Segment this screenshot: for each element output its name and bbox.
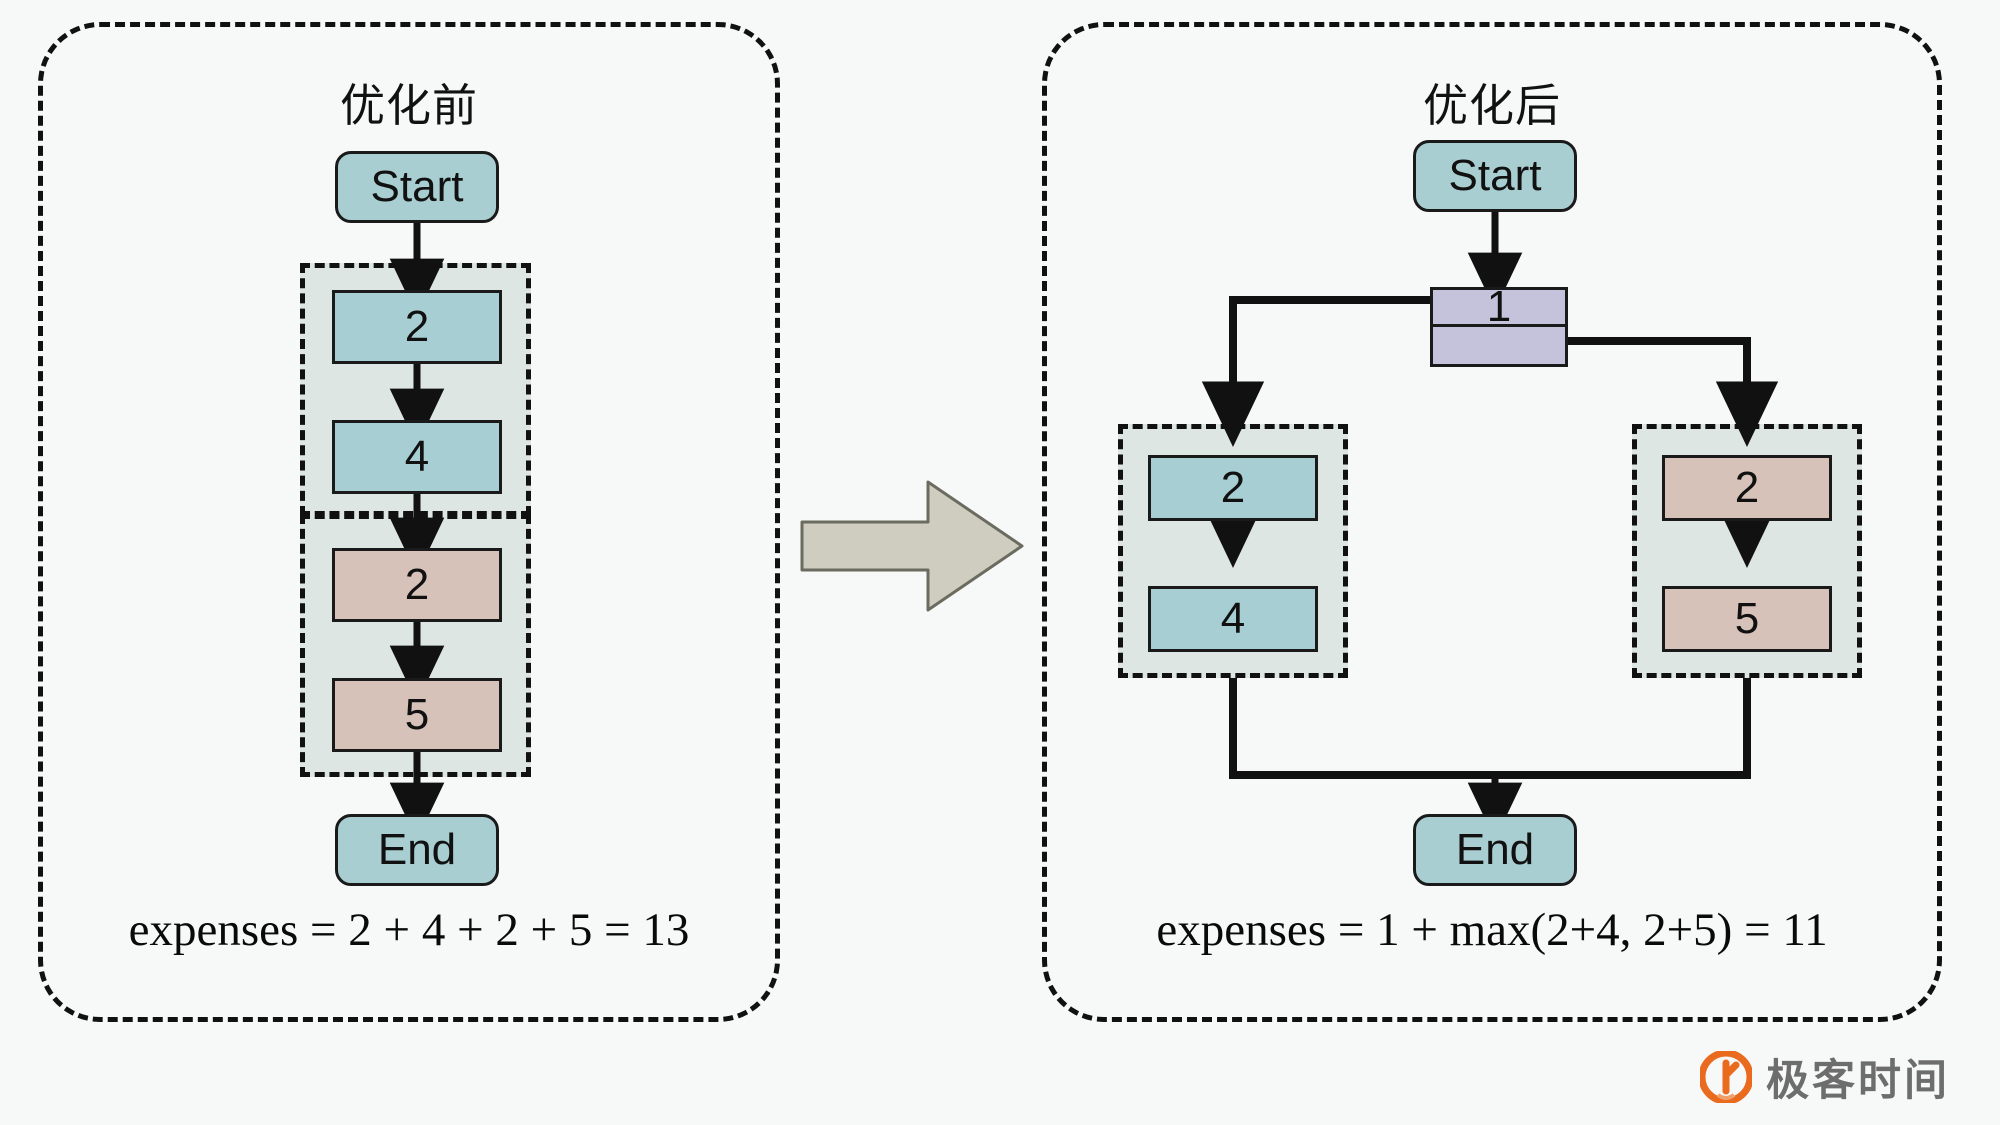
panel-before-formula: expenses = 2 + 4 + 2 + 5 = 13 bbox=[128, 904, 690, 956]
panel-before-title: 优化前 bbox=[339, 80, 478, 131]
before-task-2b-label: 2 bbox=[404, 560, 430, 609]
panel-after-formula: expenses = 1 + max(2+4, 2+5) = 11 bbox=[1156, 904, 1828, 956]
after-task-4[interactable]: 4 bbox=[1148, 586, 1318, 652]
before-task-5[interactable]: 5 bbox=[332, 678, 502, 752]
transform-arrow-icon bbox=[800, 480, 1024, 612]
before-task-2a[interactable]: 2 bbox=[332, 290, 502, 364]
panel-after-title: 优化后 bbox=[1422, 80, 1561, 131]
after-start-label: Start bbox=[1448, 151, 1542, 200]
watermark-text: 极客时间 bbox=[1766, 1057, 1950, 1105]
before-end-node[interactable]: End bbox=[335, 814, 499, 886]
after-task-2a[interactable]: 2 bbox=[1148, 455, 1318, 521]
before-start-node[interactable]: Start bbox=[335, 151, 499, 223]
after-end-node[interactable]: End bbox=[1413, 814, 1577, 886]
after-end-label: End bbox=[1455, 825, 1535, 874]
before-task-4[interactable]: 4 bbox=[332, 420, 502, 494]
before-start-label: Start bbox=[370, 162, 464, 211]
before-task-4-label: 4 bbox=[404, 432, 430, 481]
after-fork-label: 1 bbox=[1433, 282, 1565, 331]
after-start-node[interactable]: Start bbox=[1413, 140, 1577, 212]
after-fork-lower-compartment bbox=[1433, 327, 1565, 364]
watermark: 极客时间 bbox=[1700, 1046, 1950, 1108]
geekbang-logo-icon bbox=[1700, 1051, 1752, 1103]
before-task-2b[interactable]: 2 bbox=[332, 548, 502, 622]
after-task-5[interactable]: 5 bbox=[1662, 586, 1832, 652]
after-task-5-label: 5 bbox=[1734, 594, 1760, 643]
after-task-4-label: 4 bbox=[1220, 594, 1246, 643]
before-end-label: End bbox=[377, 825, 457, 874]
after-task-2b[interactable]: 2 bbox=[1662, 455, 1832, 521]
before-task-5-label: 5 bbox=[404, 690, 430, 739]
after-task-2a-label: 2 bbox=[1220, 463, 1246, 512]
before-task-2a-label: 2 bbox=[404, 302, 430, 351]
after-task-2b-label: 2 bbox=[1734, 463, 1760, 512]
after-fork-node[interactable]: 1 bbox=[1430, 282, 1568, 367]
